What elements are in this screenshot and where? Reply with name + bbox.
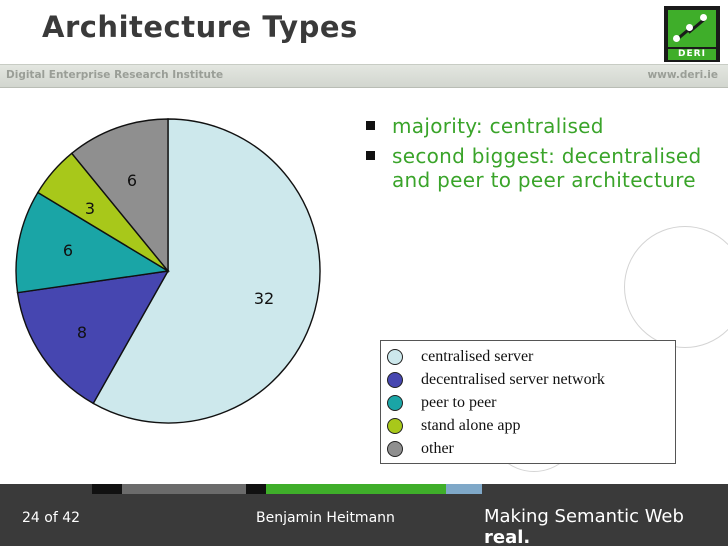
institute-url: www.deri.ie: [647, 69, 718, 81]
legend-swatch: [387, 372, 403, 388]
pie-value-label: 6: [127, 171, 137, 190]
legend-swatch: [387, 441, 403, 457]
pie-slice: [92, 118, 321, 424]
legend-label: decentralised server network: [421, 371, 605, 388]
logo-text: DERI: [668, 49, 716, 60]
strip-segment: [122, 484, 246, 494]
deri-logo: DERI: [664, 6, 720, 62]
bullet-item: second biggest: decentralised and peer t…: [362, 144, 702, 192]
footer-color-strip: [0, 484, 728, 494]
pie-slice: [15, 191, 171, 294]
author-name: Benjamin Heitmann: [256, 510, 395, 526]
pie-slice: [70, 118, 169, 273]
legend-label: peer to peer: [421, 394, 497, 411]
bullet-text: majority: centralised: [392, 114, 604, 138]
decorative-circle: [624, 226, 728, 348]
slide-title: Architecture Types: [42, 10, 358, 44]
bullet-marker: [366, 121, 375, 130]
page-number: 24 of 42: [22, 510, 81, 526]
bullet-text: second biggest: decentralised and peer t…: [392, 144, 702, 192]
bullet-marker: [366, 151, 375, 160]
strip-segment: [482, 484, 728, 494]
pie-chart: 32 8 6 3 6: [15, 118, 321, 424]
legend-label: stand alone app: [421, 417, 521, 434]
tagline-main: Making Semantic Web: [484, 506, 684, 527]
pie-value-label: 6: [63, 241, 73, 260]
tagline: Making Semantic Web real.: [484, 506, 728, 546]
strip-segment: [246, 484, 266, 494]
strip-segment: [92, 484, 122, 494]
chart-legend: centralised server decentralised server …: [380, 340, 676, 464]
bullet-list: majority: centralised second biggest: de…: [362, 114, 702, 198]
strip-segment: [0, 484, 92, 494]
pie-value-label: 32: [254, 289, 274, 308]
strip-segment: [266, 484, 446, 494]
pie-value-label: 8: [77, 323, 87, 342]
pie-value-label: 3: [85, 199, 95, 218]
legend-swatch: [387, 349, 403, 365]
footer: 24 of 42 Benjamin Heitmann Making Semant…: [0, 484, 728, 546]
strip-segment: [446, 484, 482, 494]
legend-swatch: [387, 418, 403, 434]
institute-bar: Digital Enterprise Research Institute ww…: [0, 64, 728, 88]
bullet-item: majority: centralised: [362, 114, 702, 138]
legend-swatch: [387, 395, 403, 411]
legend-label: other: [421, 440, 454, 457]
tagline-bold: real.: [484, 527, 531, 546]
institute-name: Digital Enterprise Research Institute: [6, 69, 224, 81]
pie-slice: [16, 270, 170, 405]
legend-label: centralised server: [421, 348, 534, 365]
